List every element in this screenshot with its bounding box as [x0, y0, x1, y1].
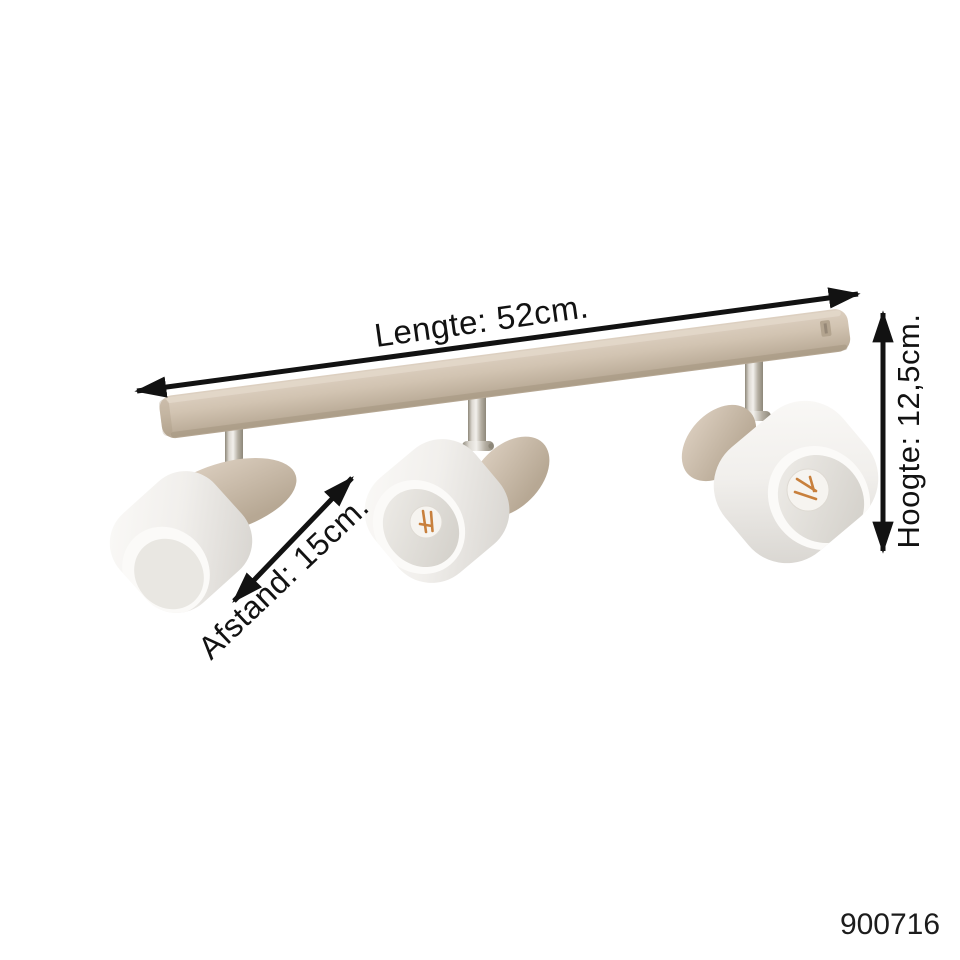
spot-right-bulb — [786, 468, 830, 512]
hinge-screw-middle — [488, 443, 494, 449]
spot-left-shade-cavity — [134, 538, 204, 610]
spot-bar-fixture — [109, 309, 879, 616]
spot-right — [681, 400, 879, 564]
spot-stem-middle — [468, 394, 486, 450]
spot-right-bulb-filament — [793, 475, 818, 501]
length-arrow — [134, 287, 861, 398]
product-code: 900716 — [840, 908, 940, 941]
spot-right-shade-opening — [767, 446, 871, 550]
distance-arrow — [232, 476, 354, 603]
spot-left-shade-rim-group — [122, 526, 210, 616]
mounting-bar-end-cap-shadow — [158, 399, 173, 437]
hinge-middle — [462, 441, 494, 451]
spot-middle-shade-opening — [372, 480, 466, 574]
height-label: Hoogte: 12,5cm. — [891, 314, 926, 549]
height-dimension: Hoogte: 12,5cm. — [872, 310, 926, 554]
spot-middle-bulb-filament — [418, 509, 434, 534]
spot-middle — [364, 436, 550, 583]
spot-middle-bulb — [409, 505, 443, 539]
